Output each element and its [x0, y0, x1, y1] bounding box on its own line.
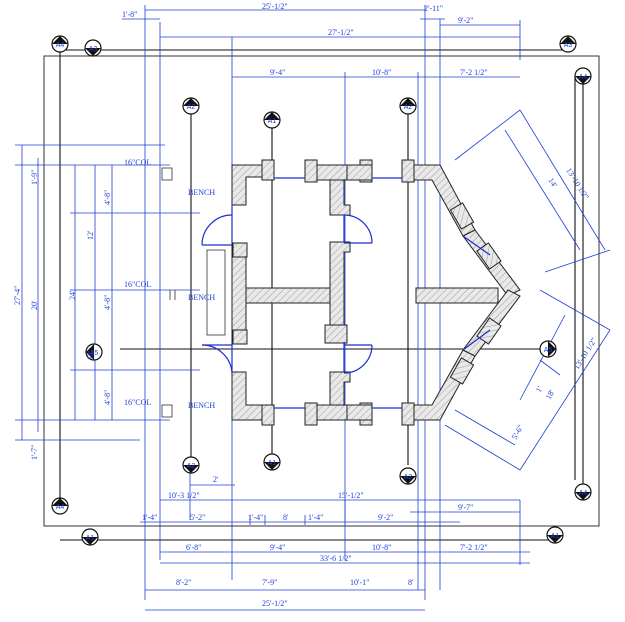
dim-left-4: 4'-8": [103, 190, 112, 205]
dim-right-1: 13'-10 1/2": [564, 166, 590, 201]
grid-tag-label: A4: [579, 74, 588, 81]
dim-left-9: 4'-8": [103, 390, 112, 405]
dim-right-2: 14': [546, 176, 559, 189]
dim-bottom-13: 10'-8": [372, 543, 391, 552]
dim-top-third: 9'-2": [458, 16, 473, 25]
grid-tag-a7: A2: [399, 97, 417, 115]
sheet-border: [43, 55, 600, 527]
dim-right-4: 1': [534, 384, 545, 394]
dim-left-5: 12': [86, 230, 95, 240]
grid-tag-a11: A1: [263, 453, 281, 471]
dim-top-seg3: 7'-2 1/2": [460, 68, 488, 77]
dim-bottom-9: 1'-4": [308, 513, 323, 522]
dim-left-7: 4'-8": [103, 295, 112, 310]
dim-bottom-20: 25'-1/2": [262, 599, 288, 608]
grid-tag-label: A1: [86, 535, 95, 542]
building-walls: [231, 159, 521, 426]
grid-tag-a15: A4: [574, 483, 592, 501]
grid-tag-a5: A2: [182, 97, 200, 115]
grid-tag-label: A4: [56, 42, 65, 49]
dim-left-3: 20': [30, 300, 39, 310]
dim-bottom-11: 6'-8": [186, 543, 201, 552]
dim-bottom-17: 7'-9": [262, 578, 277, 587]
grid-tag-label: A3: [564, 42, 573, 49]
grid-tag-a14: A1: [81, 528, 99, 546]
dim-right-6: 5'-6": [510, 423, 525, 441]
grid-tag-a10: A2: [182, 456, 200, 474]
bench-label-top: BENCH: [188, 188, 215, 197]
bench-label-middle: BENCH: [188, 293, 215, 302]
dim-top-left: 1'-8": [122, 10, 137, 19]
grid-tag-a13: A4: [51, 497, 69, 515]
dim-right-5: 18': [544, 388, 557, 401]
dim-bottom-1: 2': [213, 475, 219, 484]
grid-tag-a9: A5: [85, 343, 103, 361]
dim-bottom-2: 10'-3 1/2": [168, 491, 200, 500]
dim-bottom-19: 8': [408, 578, 414, 587]
dim-bottom-4: 9'-7": [458, 503, 473, 512]
grid-tag-label: A4: [579, 490, 588, 497]
grid-tag-label: A2: [404, 474, 413, 481]
column-label-middle: 16"COL: [124, 280, 151, 289]
grid-tag-label: A1: [268, 118, 277, 125]
grid-tag-label: A5: [90, 350, 99, 357]
grid-tag-a6: A1: [263, 111, 281, 129]
dim-left-1: 1'-9": [30, 170, 39, 185]
grid-tag-label: A1: [268, 460, 277, 467]
dim-bottom-12: 9'-4": [270, 543, 285, 552]
dim-bottom-7: 1'-4": [248, 513, 263, 522]
grid-tag-label: A4: [56, 504, 65, 511]
dim-top-seg1: 9'-4": [270, 68, 285, 77]
grid-tag-label: A5: [544, 347, 553, 354]
dim-bottom-14: 7'-2 1/2": [460, 543, 488, 552]
dim-left-2: 27'-4": [13, 286, 22, 305]
dim-top-overall: 25'-1/2": [262, 2, 288, 11]
dim-bottom-16: 8'-2": [176, 578, 191, 587]
dim-bottom-10: 9'-2": [378, 513, 393, 522]
dim-left-10: 1'-7": [30, 445, 39, 460]
dim-bottom-5: 1'-4": [142, 513, 157, 522]
dim-bottom-15: 33'-6 1/2": [320, 554, 352, 563]
grid-tag-a4: A4: [574, 67, 592, 85]
dim-top-seg2: 10'-8": [372, 68, 391, 77]
grid-tag-label: A2: [187, 104, 196, 111]
grid-tag-a12: A2: [399, 467, 417, 485]
dim-left-6: 24': [68, 290, 77, 300]
grid-tag-a2: A3: [84, 39, 102, 57]
bench-elements: [161, 167, 226, 418]
column-label-top: 16"COL: [124, 158, 151, 167]
grid-tag-label: A1: [551, 533, 560, 540]
dim-bottom-3: 15'-1/2": [338, 491, 364, 500]
grid-tag-a16: A1: [546, 526, 564, 544]
window-lines: [201, 177, 491, 409]
grid-tag-label: A3: [89, 46, 98, 53]
grid-tag-a8: A5: [539, 340, 557, 358]
grid-tag-label: A2: [187, 463, 196, 470]
grid-tag-label: A2: [404, 104, 413, 111]
dim-bottom-18: 10'-1": [350, 578, 369, 587]
dim-left-8: 12': [86, 350, 95, 360]
column-label-bottom: 16"COL: [124, 398, 151, 407]
grid-tag-a3: A3: [559, 35, 577, 53]
dim-top-right: 2'-11": [424, 4, 443, 13]
dim-top-second: 27'-1/2": [328, 28, 354, 37]
grid-tag-a1: A4: [51, 35, 69, 53]
dim-bottom-6: 5'-2": [190, 513, 205, 522]
grid-bubbles: A4 A3 A3 A4 A2 A1 A2: [51, 35, 592, 546]
bench-label-bottom: BENCH: [188, 401, 215, 410]
dim-bottom-8: 8': [283, 513, 289, 522]
